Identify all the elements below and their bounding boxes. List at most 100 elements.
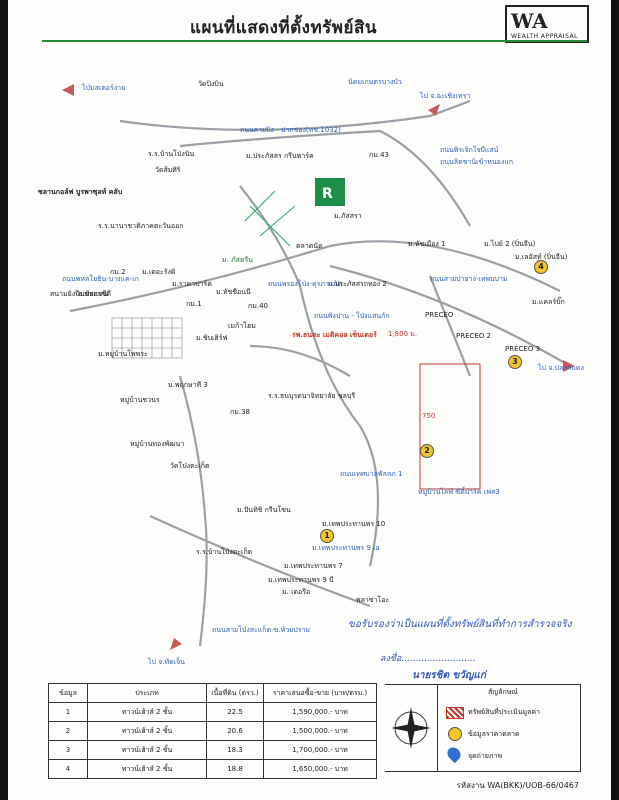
- place-17: ม.ราคาปาร์ค: [172, 280, 212, 288]
- place-1: วัดปิงบิน: [198, 80, 224, 88]
- place-32: หมู่บ้านไลฟ์ ซีตี้ปาร์ค เฟส3: [418, 488, 500, 496]
- road-east: [329, 264, 571, 367]
- arrow-southwest: [170, 638, 182, 650]
- road-label-1: ถนนสายปิง - ปากช่อง(ทช.1032): [240, 126, 341, 134]
- legend-item: ทรัพย์สินที่ประเมินมูลค่า: [468, 708, 541, 716]
- job-code: รหัสงาน WA(BKK)/UOB-66/0467: [456, 781, 580, 790]
- place-25: กม.40: [248, 302, 268, 310]
- table-cell: 1,590,000.- บาท: [263, 702, 377, 722]
- road-label-7: ถนนพรองโป่ง-คุรภาวนัด: [268, 280, 343, 288]
- market-data-icon: [448, 727, 462, 741]
- table-row: 4 ทาวน์เฮ้าส์ 2 ชั้น 18.8 1,650,000.- บา…: [48, 759, 377, 779]
- table-row: 1 ทาวน์เฮ้าส์ 2 ชั้น 22.5 1,590,000.- บา…: [48, 702, 377, 722]
- housing-block: [111, 317, 183, 359]
- place-47: 750: [422, 412, 436, 420]
- place-16: ม.แคลร์บิ๊ก: [532, 298, 565, 306]
- road-diagonal: [69, 240, 561, 313]
- place-10: ม. ภัสตรีน: [222, 256, 254, 264]
- legend-box: สัญลักษณ์ ทรัพย์สินที่ประเมินมูลค่า ข้อม…: [437, 684, 581, 772]
- signer-name: นายรชิต ขวัญแก่: [412, 670, 486, 681]
- place-9: สนามยิงปืนพัทยาซีตี: [50, 290, 111, 298]
- left-scan-edge: [0, 0, 8, 800]
- place-19: กม.2: [110, 268, 126, 276]
- arrow-east: [563, 360, 575, 372]
- place-8: ร.ร.นานาชาติภาคตะวันออก: [98, 222, 184, 230]
- central-landmark: [315, 178, 345, 206]
- table-cell: 20.6: [206, 721, 264, 741]
- table-cell: 3: [48, 740, 88, 760]
- place-37: ม.เทพประทานพร 9 เอ: [312, 544, 380, 552]
- road-local-1: [239, 185, 302, 287]
- place-33: วัดโป่งตะเก็ต: [170, 462, 210, 470]
- road-local-2: [428, 275, 472, 377]
- place-41: พลาซ่าโอะ: [356, 596, 390, 604]
- page-title: แผนที่แสดงที่ตั้งทรัพย์สิน: [190, 18, 377, 38]
- green-development: [244, 190, 296, 247]
- logo-subtitle: WEALTH APPRAISAL: [511, 33, 578, 40]
- table-header: ประเภท: [87, 683, 207, 703]
- place-6: กม.43: [369, 151, 389, 159]
- place-11: ตลาดนัด: [296, 242, 323, 250]
- place-42: ม.หมู่บ้านโพพระ: [98, 350, 148, 358]
- subject-property-area: [419, 363, 481, 490]
- place-3: วัดส้มศิริ: [155, 166, 181, 174]
- place-40: ม. เดอรีอ: [282, 588, 311, 596]
- road-label-5: ถนนเทศบาลพัลลภ 1: [340, 470, 403, 478]
- header-divider: [42, 40, 587, 42]
- place-26: รพ.ธนตะ เมติคอล เซ็นเตอร์: [292, 331, 377, 339]
- place-43: PRECEO: [425, 311, 454, 319]
- place-34: ร.ร.บ้านโป่งตะเก็ต: [196, 548, 253, 556]
- table-cell: 22.5: [206, 702, 264, 722]
- place-13: ม.หัชเมือง 1: [408, 240, 446, 248]
- road-label-8: ถนนสายโป่งสะแก็ต-ข.ห้วยปราม: [212, 626, 310, 634]
- road-center-south: [298, 285, 380, 567]
- place-46: 1,800 ม.: [388, 330, 418, 338]
- table-cell: 4: [48, 759, 88, 779]
- place-14: ม.ไปย์ 2 (ปิ่นจีน): [484, 240, 536, 248]
- dir-label-1: ไป่มสเตอร์ง่าย: [82, 84, 126, 92]
- dir-label-4: ไป จ.ปลวกแดง: [538, 364, 584, 372]
- place-18: ม.ทัชชีอนนี: [216, 288, 251, 296]
- right-scan-edge: [611, 0, 619, 800]
- place-20: ม.บ่อกมน: [78, 290, 108, 298]
- place-5: ม.ภัสสรา: [334, 212, 362, 220]
- place-22: ม.เตอะรังดิ: [142, 268, 176, 276]
- table-header: ข้อมูล: [48, 683, 88, 703]
- place-23: ม.ชิบเฮิร์ฟ: [196, 334, 228, 342]
- place-44: PRECEO 2: [456, 332, 492, 340]
- road-label-4: ถนนพิงปาน - โป่งแสนกัก: [314, 312, 390, 320]
- table-cell: 1: [48, 702, 88, 722]
- compass-box: [385, 684, 438, 772]
- place-21: กม.1: [186, 300, 202, 308]
- place-31: กม.38: [230, 408, 250, 416]
- table-cell: 2: [48, 721, 88, 741]
- table-cell: ทาวน์เฮ้าส์ 2 ชั้น: [87, 740, 207, 760]
- subject-property-swatch: [446, 707, 464, 719]
- table-cell: 18.8: [206, 759, 264, 779]
- arrow-northeast: [428, 104, 440, 116]
- table-cell: 1,500,000.- บาท: [263, 721, 377, 741]
- signature-line: ลงชื่อ..........................: [380, 654, 476, 664]
- table-header: เนื้อที่ดิน (ตรว.): [206, 683, 264, 703]
- place-39: ม.เทพประทานพร 9 บี: [268, 576, 334, 584]
- table-cell: 1,700,000.- บาท: [263, 740, 377, 760]
- certification-text: ขอรับรองว่าเป็นแผนที่ตั้งทรัพย์สินที่ทำก…: [348, 619, 572, 630]
- market-marker-3: 3: [508, 355, 522, 369]
- road-south: [149, 514, 371, 608]
- svg-text:R: R: [322, 186, 333, 202]
- market-marker-4: 4: [534, 260, 548, 274]
- market-marker-2: 2: [420, 444, 434, 458]
- place-38: ม.เทพประทานพร 7: [284, 562, 343, 570]
- table-cell: ทาวน์เฮ้าส์ 2 ชั้น: [87, 721, 207, 741]
- road-label-9: ถนนพิรเจิกใจบีแลน์: [440, 146, 499, 154]
- market-data-table: ข้อมูล ประเภท เนื้อที่ดิน (ตรว.) ราคาเสน…: [48, 683, 377, 779]
- place-4: ม.ประภัสสร กรีนพาร์ค: [246, 152, 314, 160]
- table-row: 3 ทาวน์เฮ้าส์ 2 ชั้น 18.3 1,700,000.- บา…: [48, 740, 377, 760]
- place-35: ม.ปันทิชิ กรีนโซน: [237, 506, 291, 514]
- place-7: ซลานกอล์ฟ บูรพาซุลท์ คลับ: [38, 188, 123, 196]
- place-27: ม.พฤกษาที 3: [168, 381, 208, 389]
- legend-title: สัญลักษณ์: [488, 688, 518, 696]
- logo-mark: WA: [511, 9, 548, 33]
- road-map: R: [62, 84, 575, 650]
